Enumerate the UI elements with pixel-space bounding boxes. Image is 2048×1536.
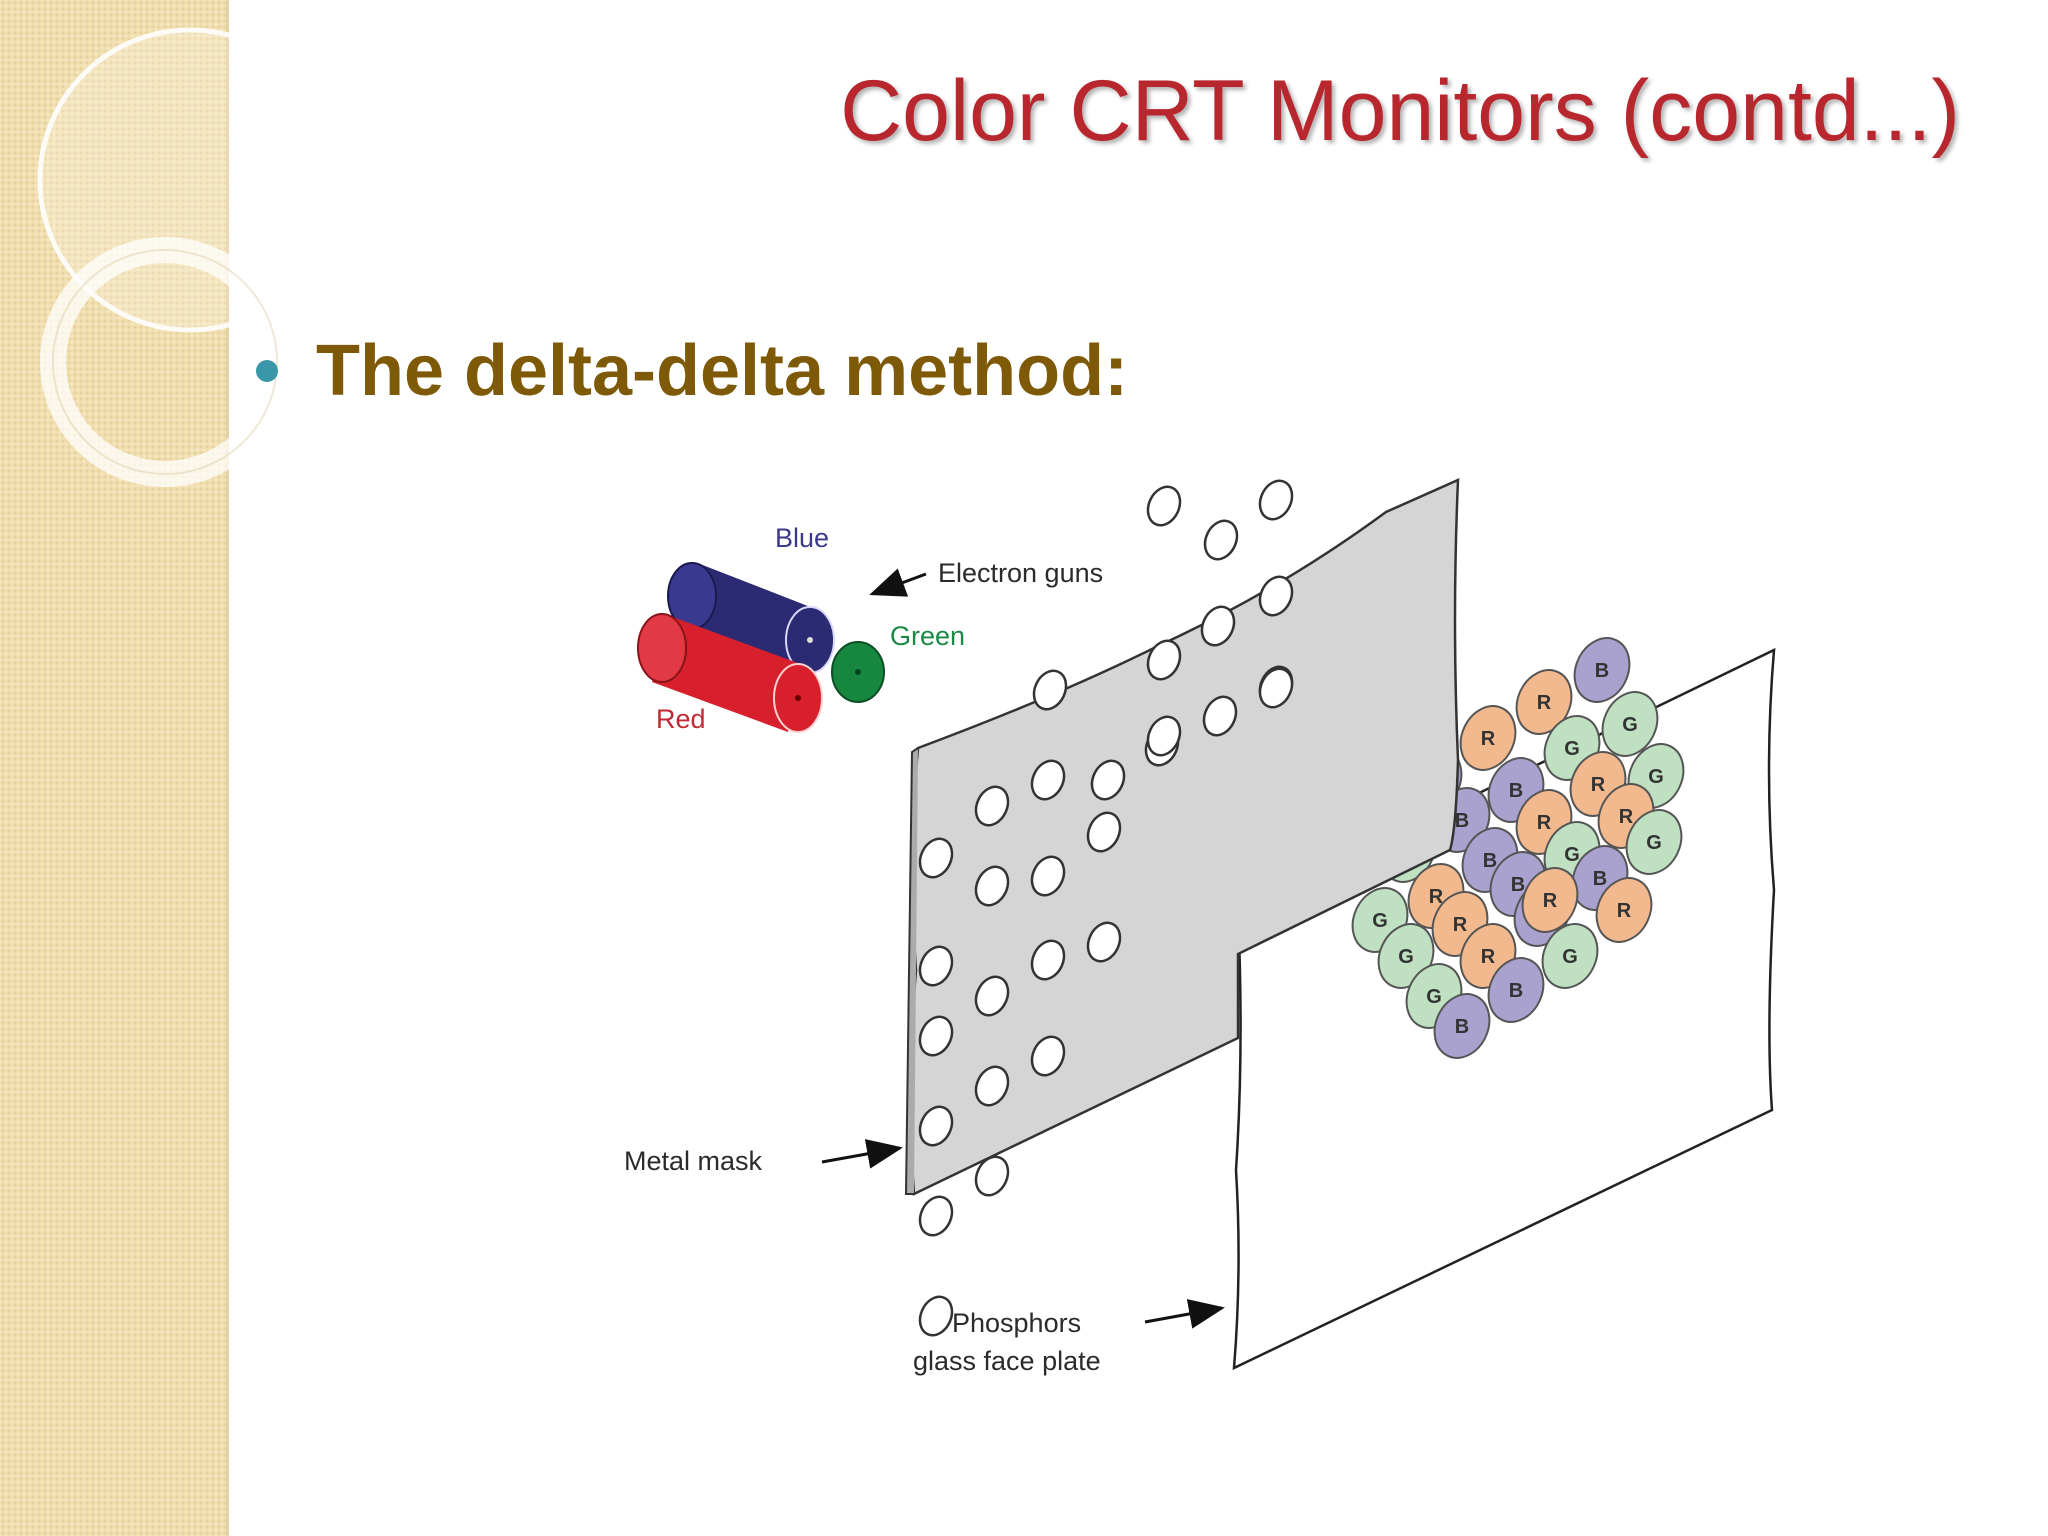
phosphor-dot: G — [1601, 691, 1659, 757]
phosphor-dot: R — [1459, 705, 1517, 771]
mask-hole — [974, 785, 1010, 827]
svg-text:B: B — [1455, 810, 1469, 832]
mask-hole — [974, 975, 1010, 1017]
svg-text:R: R — [1619, 806, 1634, 828]
svg-text:R: R — [1537, 692, 1552, 714]
phosphor-dot: R — [1515, 669, 1573, 735]
electron-guns-label: Electron guns — [938, 558, 1103, 588]
blue-gun-label: Blue — [775, 523, 829, 553]
phosphor-dot: R — [1595, 877, 1653, 943]
metal-mask-label: Metal mask — [624, 1146, 763, 1176]
bullet-dot-icon — [256, 360, 278, 382]
phosphors-arrow — [1144, 1299, 1225, 1329]
mask-hole — [1202, 695, 1238, 737]
svg-text:G: G — [1564, 844, 1580, 866]
svg-text:G: G — [1622, 714, 1638, 736]
phosphor-dot: G — [1541, 923, 1599, 989]
mask-hole — [1146, 639, 1182, 681]
mask-hole — [918, 837, 954, 879]
svg-text:R: R — [1453, 914, 1468, 936]
slide-title: Color CRT Monitors (contd...) — [840, 63, 1960, 159]
svg-text:R: R — [1543, 890, 1558, 912]
mask-hole — [1030, 759, 1066, 801]
phosphor-dot-pattern: BRGRGGBBRBRRGBGGRBBGRBRGRGGBBR — [1351, 637, 1685, 1059]
mask-hole — [1030, 939, 1066, 981]
mask-hole — [1258, 575, 1294, 617]
side-strip-edge — [226, 0, 229, 1536]
mask-hole — [918, 1015, 954, 1057]
green-gun-label: Green — [890, 621, 965, 651]
mask-hole — [918, 1295, 954, 1337]
svg-text:R: R — [1429, 886, 1444, 908]
red-gun-label: Red — [656, 704, 706, 734]
mask-hole — [1258, 667, 1294, 709]
phosphor-dot: B — [1433, 993, 1491, 1059]
mask-hole — [1030, 1035, 1066, 1077]
svg-text:B: B — [1483, 850, 1497, 872]
svg-text:G: G — [1426, 986, 1442, 1008]
mask-hole — [1146, 485, 1182, 527]
mask-hole — [1203, 519, 1239, 561]
svg-text:B: B — [1511, 874, 1525, 896]
mask-hole — [1086, 811, 1122, 853]
svg-text:B: B — [1595, 660, 1609, 682]
svg-text:G: G — [1648, 766, 1664, 788]
mask-hole — [974, 865, 1010, 907]
svg-text:R: R — [1617, 900, 1632, 922]
mask-hole — [1258, 479, 1294, 521]
svg-text:R: R — [1537, 812, 1552, 834]
metal-mask-arrow — [821, 1139, 903, 1169]
bullet-item: The delta-delta method: — [256, 330, 1128, 412]
svg-text:B: B — [1509, 780, 1523, 802]
svg-text:B: B — [1593, 868, 1607, 890]
electron-guns-arrow — [869, 568, 927, 597]
bullet-text: The delta-delta method: — [316, 331, 1129, 411]
mask-hole — [918, 1105, 954, 1147]
mask-hole — [918, 1195, 954, 1237]
blue-gun — [667, 562, 835, 674]
red-gun — [637, 613, 823, 733]
mask-hole — [1090, 759, 1126, 801]
phosphor-dot: R — [1521, 867, 1579, 933]
svg-text:G: G — [1562, 946, 1578, 968]
mask-hole — [1200, 605, 1236, 647]
decorative-rings — [37, 27, 300, 487]
svg-text:G: G — [1646, 832, 1662, 854]
svg-text:R: R — [1481, 728, 1496, 750]
phosphor-dot: B — [1573, 637, 1631, 703]
small-ring — [40, 237, 290, 487]
crt-delta-delta-diagram: BRGRGGBBRBRRGBGGRBBGRBRGRGGBBR Blue Gree… — [624, 478, 1776, 1376]
mask-hole — [974, 1065, 1010, 1107]
electron-guns — [637, 562, 885, 733]
phosphor-dot: G — [1625, 809, 1683, 875]
svg-text:G: G — [1398, 946, 1414, 968]
svg-text:G: G — [1372, 910, 1388, 932]
svg-text:B: B — [1455, 1016, 1469, 1038]
mask-hole — [918, 945, 954, 987]
svg-text:G: G — [1564, 738, 1580, 760]
mask-hole — [1032, 669, 1068, 711]
mask-hole — [1146, 715, 1182, 757]
mask-hole — [1030, 855, 1066, 897]
svg-text:B: B — [1509, 980, 1523, 1002]
mask-hole — [974, 1155, 1010, 1197]
phosphors-label: Phosphors — [952, 1308, 1081, 1338]
phosphor-dot: B — [1487, 957, 1545, 1023]
glass-face-plate-label: glass face plate — [913, 1346, 1101, 1376]
small-ring-outline — [52, 249, 278, 475]
mask-hole — [1086, 921, 1122, 963]
svg-text:R: R — [1591, 774, 1606, 796]
mask-holes — [918, 479, 1294, 1337]
svg-text:R: R — [1481, 946, 1496, 968]
mask-edge — [904, 747, 919, 1195]
green-gun — [831, 641, 885, 703]
